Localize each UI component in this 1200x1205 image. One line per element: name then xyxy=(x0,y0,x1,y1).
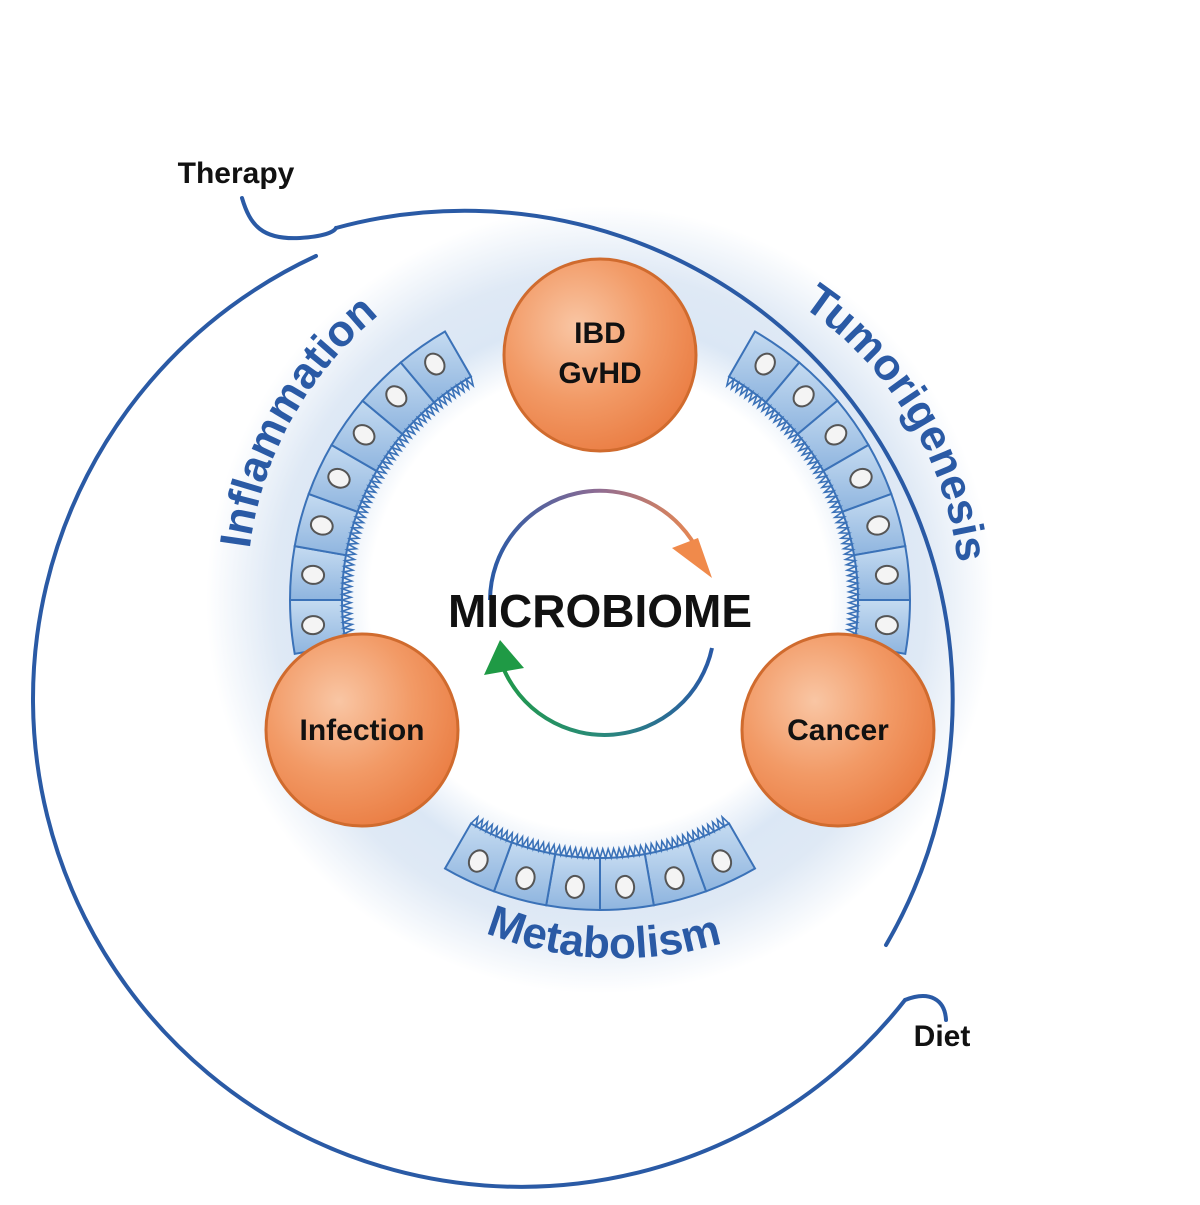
cell-nucleus xyxy=(301,615,326,636)
cell-nucleus xyxy=(615,874,636,899)
microvilli xyxy=(725,376,767,410)
circular-arrows-icon xyxy=(484,488,714,737)
microvilli xyxy=(511,832,556,856)
cell-nucleus xyxy=(515,866,536,891)
cell-nucleus xyxy=(711,849,733,873)
cycle-arrow-bottom xyxy=(500,647,714,737)
outer-ring xyxy=(31,196,955,1189)
outer-ring-left-arc xyxy=(31,254,907,1189)
microvilli xyxy=(344,511,368,556)
node-infection: Infection xyxy=(264,632,460,828)
cycle-arrowhead-bottom xyxy=(484,640,524,675)
microvilli xyxy=(402,402,440,440)
microvilli xyxy=(686,814,730,844)
microvilli xyxy=(470,814,514,844)
cell-nucleus xyxy=(874,564,899,585)
microvilli xyxy=(790,433,824,475)
diet-connector xyxy=(903,994,948,1022)
cell-nucleus xyxy=(824,424,848,446)
microvilli xyxy=(339,554,357,601)
cycle-arrowhead-top xyxy=(672,538,712,578)
cell-nucleus xyxy=(849,467,873,489)
node-ibd-gvhd: IBD GvHD xyxy=(502,257,698,453)
cycle-arrow-top xyxy=(488,488,702,601)
therapy-label: Therapy xyxy=(178,157,295,190)
cell-nucleus xyxy=(792,385,815,408)
cell-nucleus xyxy=(352,424,376,446)
microvilli xyxy=(599,843,646,861)
epithelium-ring xyxy=(288,330,912,912)
microvilli xyxy=(433,376,475,410)
therapy-connector xyxy=(240,196,338,241)
diet-label: Diet xyxy=(914,1020,971,1053)
microvilli xyxy=(843,554,861,601)
microvilli xyxy=(760,402,798,440)
microvilli xyxy=(832,511,856,556)
microvilli xyxy=(376,433,410,475)
node-ibd-label: IBD xyxy=(574,317,626,350)
cell-nucleus xyxy=(327,467,351,489)
cell-nucleus xyxy=(874,615,899,636)
cell-nucleus xyxy=(309,515,334,536)
cell-nucleus xyxy=(301,564,326,585)
cell-nucleus xyxy=(385,385,408,408)
outer-ring-right-arc xyxy=(334,208,955,947)
background-glow xyxy=(120,120,1080,1080)
cell-nucleus xyxy=(467,849,489,873)
microvilli xyxy=(644,832,689,856)
cell-nucleus xyxy=(564,874,585,899)
microvilli xyxy=(554,843,601,861)
cell-nucleus xyxy=(754,352,776,376)
cell-nucleus xyxy=(424,352,446,376)
node-gvhd-label: GvHD xyxy=(558,357,641,390)
microvilli xyxy=(814,470,844,514)
cell-nucleus xyxy=(866,515,891,536)
node-cancer: Cancer xyxy=(740,632,936,828)
microvilli xyxy=(356,470,386,514)
center-label: MICROBIOME xyxy=(448,585,752,637)
node-infection-label: Infection xyxy=(300,714,425,747)
node-cancer-label: Cancer xyxy=(787,714,889,747)
cell-nucleus xyxy=(664,866,685,891)
